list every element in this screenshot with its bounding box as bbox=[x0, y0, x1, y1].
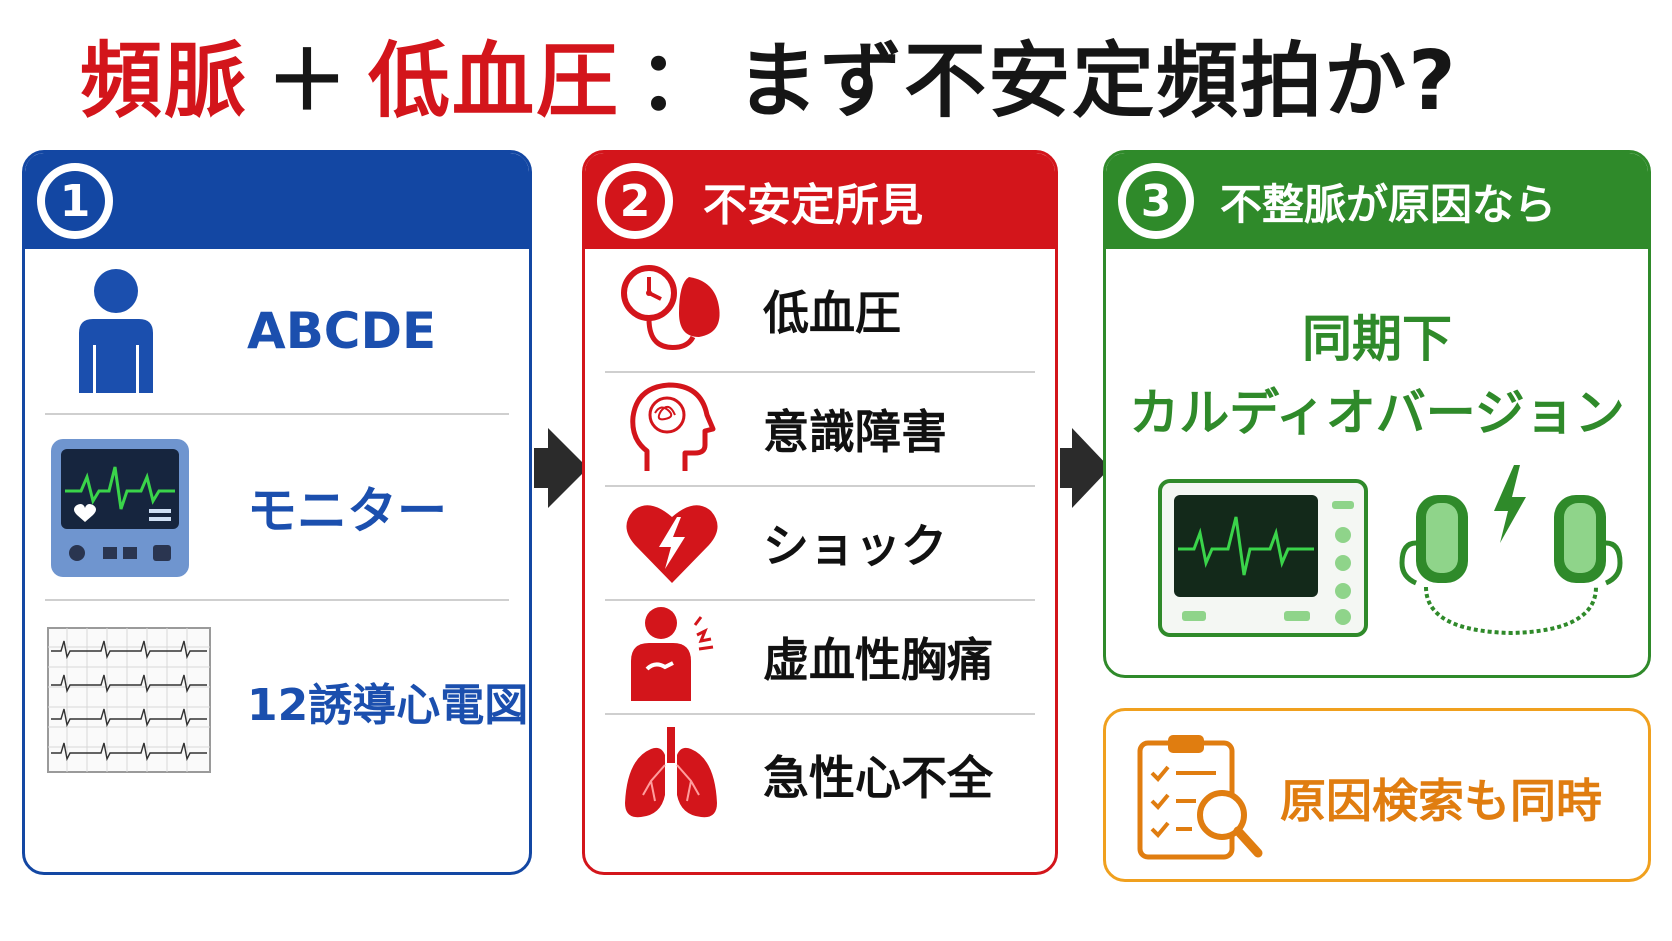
panel-heading: 不安定所見 bbox=[703, 180, 923, 231]
cause-search-label: 原因検索も同時 bbox=[1280, 774, 1602, 828]
item-label: 低血圧 bbox=[763, 286, 901, 340]
panel-cardioversion: 3 不整脈が原因なら 同期下 カルディオバージョン bbox=[1103, 150, 1651, 678]
heart-bolt-icon bbox=[626, 505, 718, 583]
person-icon bbox=[79, 269, 153, 393]
title-plus: ＋ bbox=[266, 33, 351, 129]
step-number: 3 bbox=[1126, 171, 1186, 231]
paddles-icon bbox=[1399, 465, 1623, 636]
divider bbox=[605, 713, 1035, 715]
cardioversion-line-2: カルディオバージョン bbox=[1129, 384, 1625, 442]
cardioversion-line-1: 同期下 bbox=[1302, 310, 1452, 368]
panel-header: 1 bbox=[25, 153, 529, 249]
step-number: 1 bbox=[45, 171, 105, 231]
lungs-icon bbox=[625, 727, 717, 818]
arrow-right-icon bbox=[534, 448, 552, 488]
list-item-hypotension: 低血圧 bbox=[585, 249, 1055, 371]
title-part-question: まず不安定頻拍か? bbox=[736, 33, 1458, 129]
item-label: 意識障害 bbox=[763, 405, 947, 459]
monitor-icon bbox=[51, 439, 189, 577]
page-title: 頻脈 ＋ 低血圧 ： まず不安定頻拍か? bbox=[80, 18, 1458, 129]
panel-heading: 不整脈が原因なら bbox=[1220, 179, 1557, 229]
list-item-abcde: ABCDE bbox=[25, 249, 529, 413]
list-item-ischemic-chest-pain: 虚血性胸痛 bbox=[585, 601, 1055, 713]
item-label: 12誘導心電図 bbox=[247, 680, 529, 731]
title-colon: ： bbox=[638, 33, 723, 129]
blood-pressure-icon bbox=[621, 265, 720, 350]
panel-header: 3 不整脈が原因なら bbox=[1106, 153, 1648, 249]
arrow-right-head-icon bbox=[548, 428, 588, 508]
list-item-altered-consciousness: 意識障害 bbox=[585, 373, 1055, 485]
clipboard-search-icon bbox=[1137, 735, 1263, 860]
list-item-acute-heart-failure: 急性心不全 bbox=[585, 715, 1055, 835]
list-item-monitor: モニター bbox=[25, 415, 529, 599]
head-brain-icon bbox=[630, 382, 716, 471]
step-badge: 3 bbox=[1118, 163, 1194, 239]
divider bbox=[45, 413, 509, 415]
item-label: ショック bbox=[763, 519, 947, 573]
panel-unstable-signs: 2 不安定所見 低血圧 意識障害 ショック bbox=[582, 150, 1058, 875]
list-item-shock: ショック bbox=[585, 487, 1055, 599]
divider bbox=[605, 371, 1035, 373]
chest-pain-icon bbox=[631, 607, 714, 701]
step-badge: 2 bbox=[597, 163, 673, 239]
ecg-paper-icon bbox=[47, 627, 211, 773]
title-part-hypotension: 低血圧 bbox=[368, 33, 621, 129]
list-item-12-lead-ecg: 12誘導心電図 bbox=[25, 601, 529, 801]
step-number: 2 bbox=[605, 171, 665, 231]
arrow-right-head-icon bbox=[1072, 428, 1110, 508]
panel-cause-search: 原因検索も同時 bbox=[1103, 708, 1651, 882]
divider bbox=[45, 599, 509, 601]
item-label: モニター bbox=[247, 482, 447, 540]
item-label: 虚血性胸痛 bbox=[763, 633, 993, 687]
title-part-tachycardia: 頻脈 bbox=[80, 33, 249, 129]
divider bbox=[605, 485, 1035, 487]
divider bbox=[605, 599, 1035, 601]
step-badge: 1 bbox=[37, 163, 113, 239]
defibrillator-monitor-icon bbox=[1158, 479, 1368, 637]
panel-assessment: 1 ABCDE モニター bbox=[22, 150, 532, 875]
item-label: 急性心不全 bbox=[763, 751, 993, 805]
panel-header: 2 不安定所見 bbox=[585, 153, 1055, 249]
item-label: ABCDE bbox=[247, 302, 437, 360]
